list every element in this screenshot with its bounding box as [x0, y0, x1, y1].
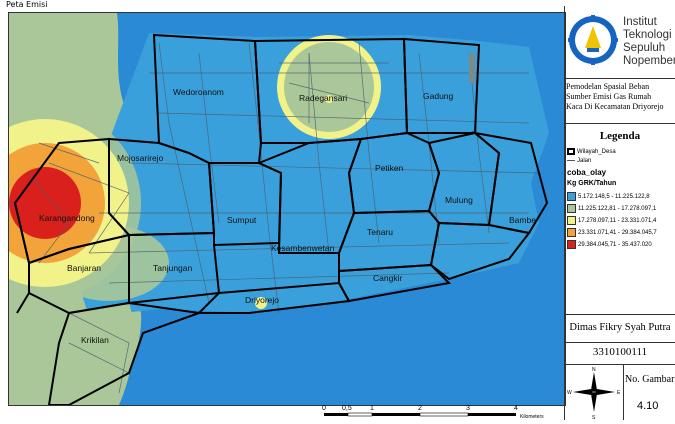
hotspot-green-radegansari — [284, 42, 374, 132]
scale-seg-3 — [372, 413, 420, 416]
title-line-1: Pemodelan Spasial Beban — [566, 82, 650, 91]
author-name: Dimas Fikry Syah Putra — [569, 322, 671, 333]
svg-text:N: N — [592, 367, 596, 373]
hotspot-driyorejo — [255, 297, 267, 309]
scale-seg-4 — [419, 412, 469, 417]
title-line-2: Sumber Emisi Gas Rumah — [566, 92, 652, 101]
map-frame[interactable]: Wedoroanom Radegansari Gadung Mojosarire… — [8, 12, 566, 406]
figure-number-box: No. Gambar 4.10 — [623, 364, 675, 420]
label-sumput: Sumput — [227, 215, 257, 225]
figure-number: 4.10 — [637, 400, 659, 412]
nrp-box: 3310100111 — [565, 342, 675, 365]
scale-bar: 0 0,5 1 2 3 4 Kilometers — [322, 405, 544, 420]
institute-line-4: Nopember — [623, 55, 675, 67]
hotspot-core-radegansari — [325, 95, 333, 103]
scale-tick-2: 2 — [418, 405, 422, 412]
scale-unit: Kilometers — [520, 414, 544, 420]
label-mojosarirejo: Mojosarirejo — [117, 153, 164, 163]
north-arrow-box: N S W E — [565, 364, 624, 421]
scale-tick-05: 0,5 — [342, 405, 352, 412]
title-line-3: Kaca Di Kecamatan Driyorejo — [566, 102, 664, 111]
svg-text:W: W — [567, 390, 572, 396]
author-box: Dimas Fikry Syah Putra — [565, 314, 675, 343]
figure-label: No. Gambar — [625, 374, 675, 385]
legend-heading: Legenda — [599, 130, 641, 142]
legend-class-2: 11.225.122,81 - 17.278.097,1 — [567, 204, 656, 213]
label-banjaran: Banjaran — [67, 263, 101, 273]
road-swatch — [567, 159, 575, 161]
scale-seg-1 — [324, 413, 348, 416]
legend-class-1: 5.172.148,5 - 11.225.122,8 — [567, 192, 650, 201]
institute-line-1: Institut — [623, 16, 657, 28]
legend-layer-name: coba_olay — [567, 168, 607, 177]
scale-seg-5 — [468, 413, 516, 416]
scale-tick-4: 4 — [514, 405, 518, 412]
legend-road: Jalan — [567, 158, 591, 164]
hotspot-red-karangandong — [9, 167, 81, 239]
label-kesambenwetan: Kesambenwetan — [271, 243, 335, 253]
map-title-box: Pemodelan Spasial Beban Sumber Emisi Gas… — [565, 78, 675, 124]
legend-class-3: 17.278.097,11 - 23.331.071,4 — [567, 216, 656, 225]
legend-field-name: Kg GRK/Tahun — [567, 180, 617, 187]
svg-text:S: S — [592, 415, 596, 420]
institution-box: Institut Teknologi Sepuluh Nopember — [565, 6, 675, 79]
class-3-swatch — [567, 216, 576, 225]
legend-box: Legenda Wilayah_Desa Jalan coba_olay Kg … — [565, 124, 675, 315]
institute-line-3: Sepuluh — [623, 42, 666, 54]
label-driyorejo: Driyorejo — [245, 295, 279, 305]
map-sidebar: Institut Teknologi Sepuluh Nopember Pemo… — [564, 6, 675, 421]
class-1-swatch — [567, 192, 576, 201]
map-caption: Peta Emisi — [6, 0, 48, 9]
label-bambe: Bambe — [509, 215, 536, 225]
class-2-swatch — [567, 204, 576, 213]
institute-line-2: Teknologi — [623, 29, 672, 41]
scale-tick-3: 3 — [466, 405, 470, 412]
emission-map[interactable]: Wedoroanom Radegansari Gadung Mojosarire… — [9, 13, 565, 405]
village-boundaries — [13, 33, 549, 405]
label-cangkir: Cangkir — [373, 273, 402, 283]
svg-text:E: E — [617, 390, 621, 396]
legend-village-boundary: Wilayah_Desa — [567, 148, 616, 155]
label-tenaru: Tenaru — [367, 227, 393, 237]
legend-class-5: 29.384.045,71 - 35.437.020 — [567, 240, 652, 249]
nrp-number: 3310100111 — [592, 346, 648, 358]
district-area — [69, 33, 549, 317]
scale-tick-1: 1 — [370, 405, 374, 412]
legend-class-4: 23.331.071,41 - 29.384.045,7 — [567, 228, 657, 237]
label-gadung: Gadung — [423, 91, 454, 101]
label-mulung: Mulung — [445, 195, 473, 205]
label-tanjungan: Tanjungan — [153, 263, 193, 273]
label-petiken: Petiken — [375, 163, 404, 173]
scale-tick-0: 0 — [322, 405, 326, 412]
label-krikilan: Krikilan — [81, 335, 109, 345]
label-karangandong: Karangandong — [39, 213, 95, 223]
building-block — [469, 53, 475, 83]
scale-seg-2 — [347, 412, 373, 417]
class-5-swatch — [567, 240, 576, 249]
class-4-swatch — [567, 228, 576, 237]
label-radegansari: Radegansari — [299, 93, 347, 103]
north-arrow-icon: N S W E — [567, 367, 621, 421]
its-logo-icon — [568, 15, 618, 65]
label-wedoroanom: Wedoroanom — [173, 87, 224, 97]
village-boundary-swatch — [567, 148, 575, 155]
